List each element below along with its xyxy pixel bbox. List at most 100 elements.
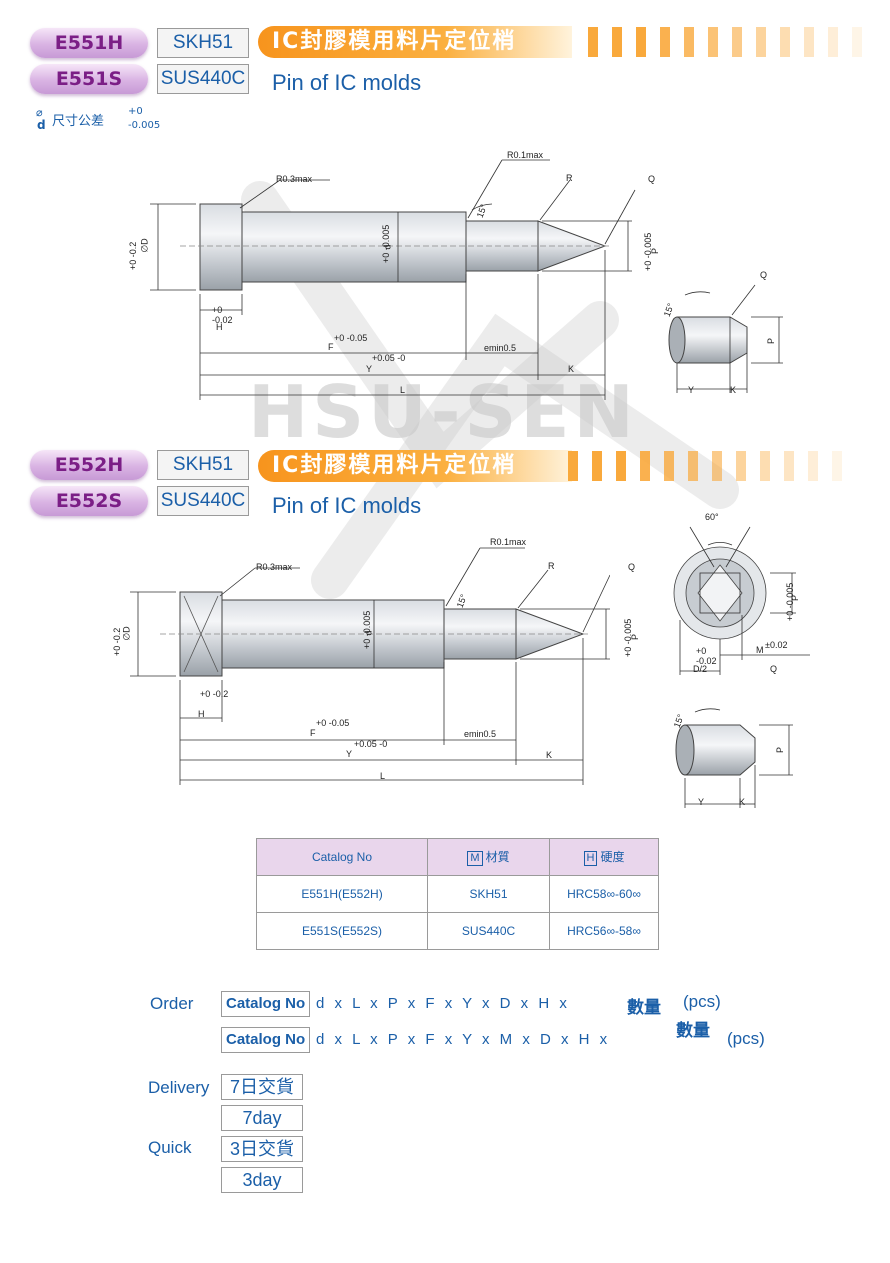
- cell-catalog: E551S(E552S): [256, 912, 428, 950]
- th-catalog: Catalog No: [256, 838, 428, 876]
- label-h-tol-1: +0 -0.02: [212, 305, 233, 325]
- label-r01max-2: R0.1max: [490, 537, 527, 547]
- label-q-2: Q: [628, 562, 636, 572]
- end-m-2: M: [756, 645, 764, 655]
- label-h-2: H: [198, 709, 205, 719]
- label-d-1: ∅D: [139, 238, 150, 253]
- label-r03max-2: R0.3max: [256, 562, 293, 572]
- detail-tip-1: [668, 284, 783, 393]
- cell-hardness: HRC58∞-60∞: [549, 875, 659, 913]
- quick-zh: 3日交貨: [221, 1136, 303, 1162]
- watermark: HSU-SEN: [248, 370, 638, 454]
- table-row: E551S(E552S) SUS440C HRC56∞-58∞: [256, 912, 659, 950]
- end-m-tol-2: ±0.02: [765, 640, 788, 650]
- order-catalog-box-2: Catalog No: [221, 1027, 311, 1053]
- label-h-1: H: [216, 322, 223, 332]
- label-r03max-1: R0.3max: [276, 174, 313, 184]
- pin-drawing-2: [130, 547, 610, 785]
- label-h-tol-2: +0 -0.2: [200, 689, 229, 699]
- cell-hardness: HRC56∞-58∞: [549, 912, 659, 950]
- material-sus440c: SUS440C: [157, 64, 249, 94]
- product-title-zh-2: IC封膠模用料片定位梢: [258, 450, 572, 482]
- pin-drawing-1: [150, 159, 636, 400]
- detail-y-2: Y: [698, 797, 705, 807]
- detail-k-1: K: [730, 385, 737, 395]
- label-y-tol-1: +0.05 -0: [372, 353, 406, 363]
- label-r01max-1: R0.1max: [507, 150, 544, 160]
- delivery-label: Delivery: [148, 1078, 210, 1097]
- order-catalog-box-1: Catalog No: [221, 991, 311, 1017]
- delivery-zh: 7日交貨: [221, 1074, 303, 1100]
- order-sequence-1: d x L x P x F x Y x D x H x: [316, 995, 570, 1012]
- tol-symbol-bottom: d: [37, 118, 46, 132]
- delivery-en: 7day: [221, 1105, 303, 1131]
- product-title-en-2: Pin of IC molds: [272, 493, 422, 518]
- label-k-1: K: [568, 364, 575, 374]
- label-small-d-tol-1: +0 -0.005: [381, 224, 391, 263]
- detail-tip-2: [675, 708, 793, 808]
- label-y-2: Y: [346, 749, 353, 759]
- tol-label: 尺寸公差: [52, 114, 105, 129]
- tol-symbol-top: ⌀: [36, 106, 43, 119]
- cell-material: SKH51: [427, 875, 550, 913]
- product-title-zh: IC封膠模用料片定位梢: [258, 26, 572, 58]
- label-p-1: P: [650, 247, 661, 255]
- label-p-tol-2: +0 -0.005: [623, 618, 633, 657]
- label-r-1: R: [566, 173, 573, 183]
- order-sequence-2: d x L x P x F x Y x M x D x H x: [316, 1031, 611, 1048]
- hardness-mark: H: [583, 851, 598, 866]
- cell-material: SUS440C: [427, 912, 550, 950]
- quick-en: 3day: [221, 1167, 303, 1193]
- label-emin-2: emin0.5: [464, 729, 497, 739]
- detail-k-2: K: [739, 797, 746, 807]
- label-d-tol-2: +0 -0.2: [112, 627, 122, 656]
- end-view-2: [673, 526, 810, 675]
- label-r-2: R: [548, 561, 555, 571]
- end-p-2: P: [790, 594, 801, 602]
- quick-label: Quick: [148, 1138, 192, 1157]
- code-e552s: E552S: [30, 486, 148, 516]
- cell-catalog: E551H(E552H): [256, 875, 428, 913]
- table-row: E551H(E552H) SKH51 HRC58∞-60∞: [256, 875, 659, 913]
- label-p-2: P: [630, 633, 641, 641]
- label-k-2: K: [546, 750, 553, 760]
- label-emin-1: emin0.5: [484, 343, 517, 353]
- label-f-tol-2: +0 -0.05: [316, 718, 350, 728]
- product-title-en: Pin of IC molds: [272, 70, 422, 95]
- detail-y-1: Y: [688, 385, 695, 395]
- label-l-2: L: [380, 771, 386, 781]
- code-e552h: E552H: [30, 450, 148, 480]
- label-f-tol-1: +0 -0.05: [334, 333, 368, 343]
- material-skh51-2: SKH51: [157, 450, 249, 480]
- end-d2-2: D/2: [693, 664, 708, 674]
- label-small-d-2: d: [363, 630, 374, 636]
- code-e551h: E551H: [30, 28, 148, 58]
- label-l-1: L: [400, 385, 406, 395]
- end-angle-2: 60°: [705, 512, 719, 522]
- order-qty-1: 數量: [627, 998, 661, 1017]
- end-d2-tol-2: +0 -0.02: [696, 646, 717, 666]
- label-q-1: Q: [648, 174, 656, 184]
- label-f-1: F: [328, 342, 334, 352]
- detail-p-2: P: [775, 746, 786, 754]
- order-qty-2: 數量: [676, 1021, 710, 1040]
- label-d-2: ∅D: [121, 626, 132, 641]
- label-d-tol-1: +0 -0.2: [128, 241, 138, 270]
- tol-upper: +0: [128, 106, 143, 117]
- material-mark: M: [467, 851, 483, 866]
- label-y-tol-2: +0.05 -0: [354, 739, 388, 749]
- code-e551s: E551S: [30, 64, 148, 94]
- order-label: Order: [150, 994, 194, 1013]
- label-small-d-1: d: [382, 244, 393, 250]
- label-p-tol-1: +0 -0.005: [643, 232, 653, 271]
- order-pcs-1: (pcs): [683, 992, 721, 1011]
- order-pcs-2: (pcs): [727, 1029, 765, 1048]
- detail-p-1: P: [766, 337, 777, 345]
- material-sus440c-2: SUS440C: [157, 486, 249, 516]
- label-small-d-tol-2: +0 -0.005: [362, 610, 372, 649]
- material-skh51: SKH51: [157, 28, 249, 58]
